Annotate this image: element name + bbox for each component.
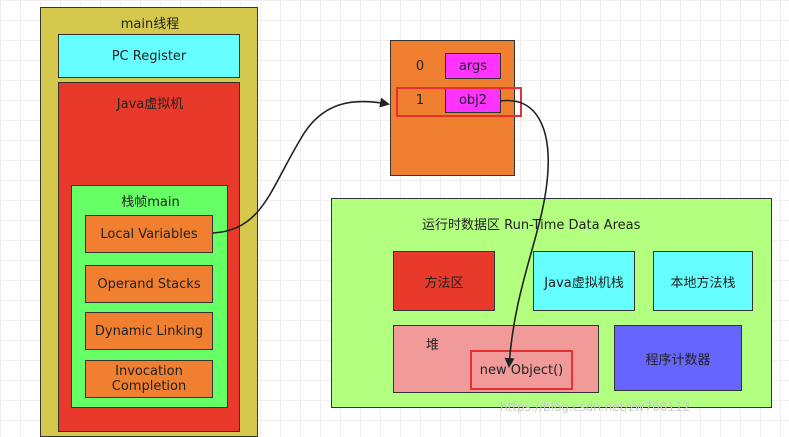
jvm-stack-box: Java虚拟机栈 xyxy=(533,251,635,311)
invocation-completion-box: Invocation Completion xyxy=(85,360,213,398)
method-area-box: 方法区 xyxy=(393,251,495,311)
operand-stacks-box: Operand Stacks xyxy=(85,265,213,303)
stack-frame-title: 栈帧main xyxy=(121,195,180,210)
program-counter-box: 程序计数器 xyxy=(614,325,742,391)
obj2-to-object-arrow xyxy=(499,99,549,368)
main-thread-title: main线程 xyxy=(120,17,180,32)
dynamic-linking-box: Dynamic Linking xyxy=(85,312,213,350)
heap-box: 堆 xyxy=(393,325,599,393)
invocation-line-2: Completion xyxy=(111,379,187,394)
local-vars-to-table-arrow xyxy=(212,97,390,234)
local-variables-box: Local Variables xyxy=(85,215,213,253)
invocation-line-1: Invocation xyxy=(115,364,183,379)
watermark-text: https://blog.csdn.net/zw700112 xyxy=(500,400,691,414)
heap-title: 堆 xyxy=(426,338,440,353)
runtime-data-areas-title: 运行时数据区 Run-Time Data Areas xyxy=(422,218,641,233)
pc-register-box: PC Register xyxy=(58,34,240,78)
new-object-box: new Object() xyxy=(470,350,573,390)
slot-args: args xyxy=(445,53,501,79)
native-method-stack-box: 本地方法栈 xyxy=(653,251,753,311)
jvm-title: Java虚拟机 xyxy=(116,97,184,112)
slot-index-1: 1 xyxy=(415,93,425,108)
slot-index-0: 0 xyxy=(415,59,425,74)
